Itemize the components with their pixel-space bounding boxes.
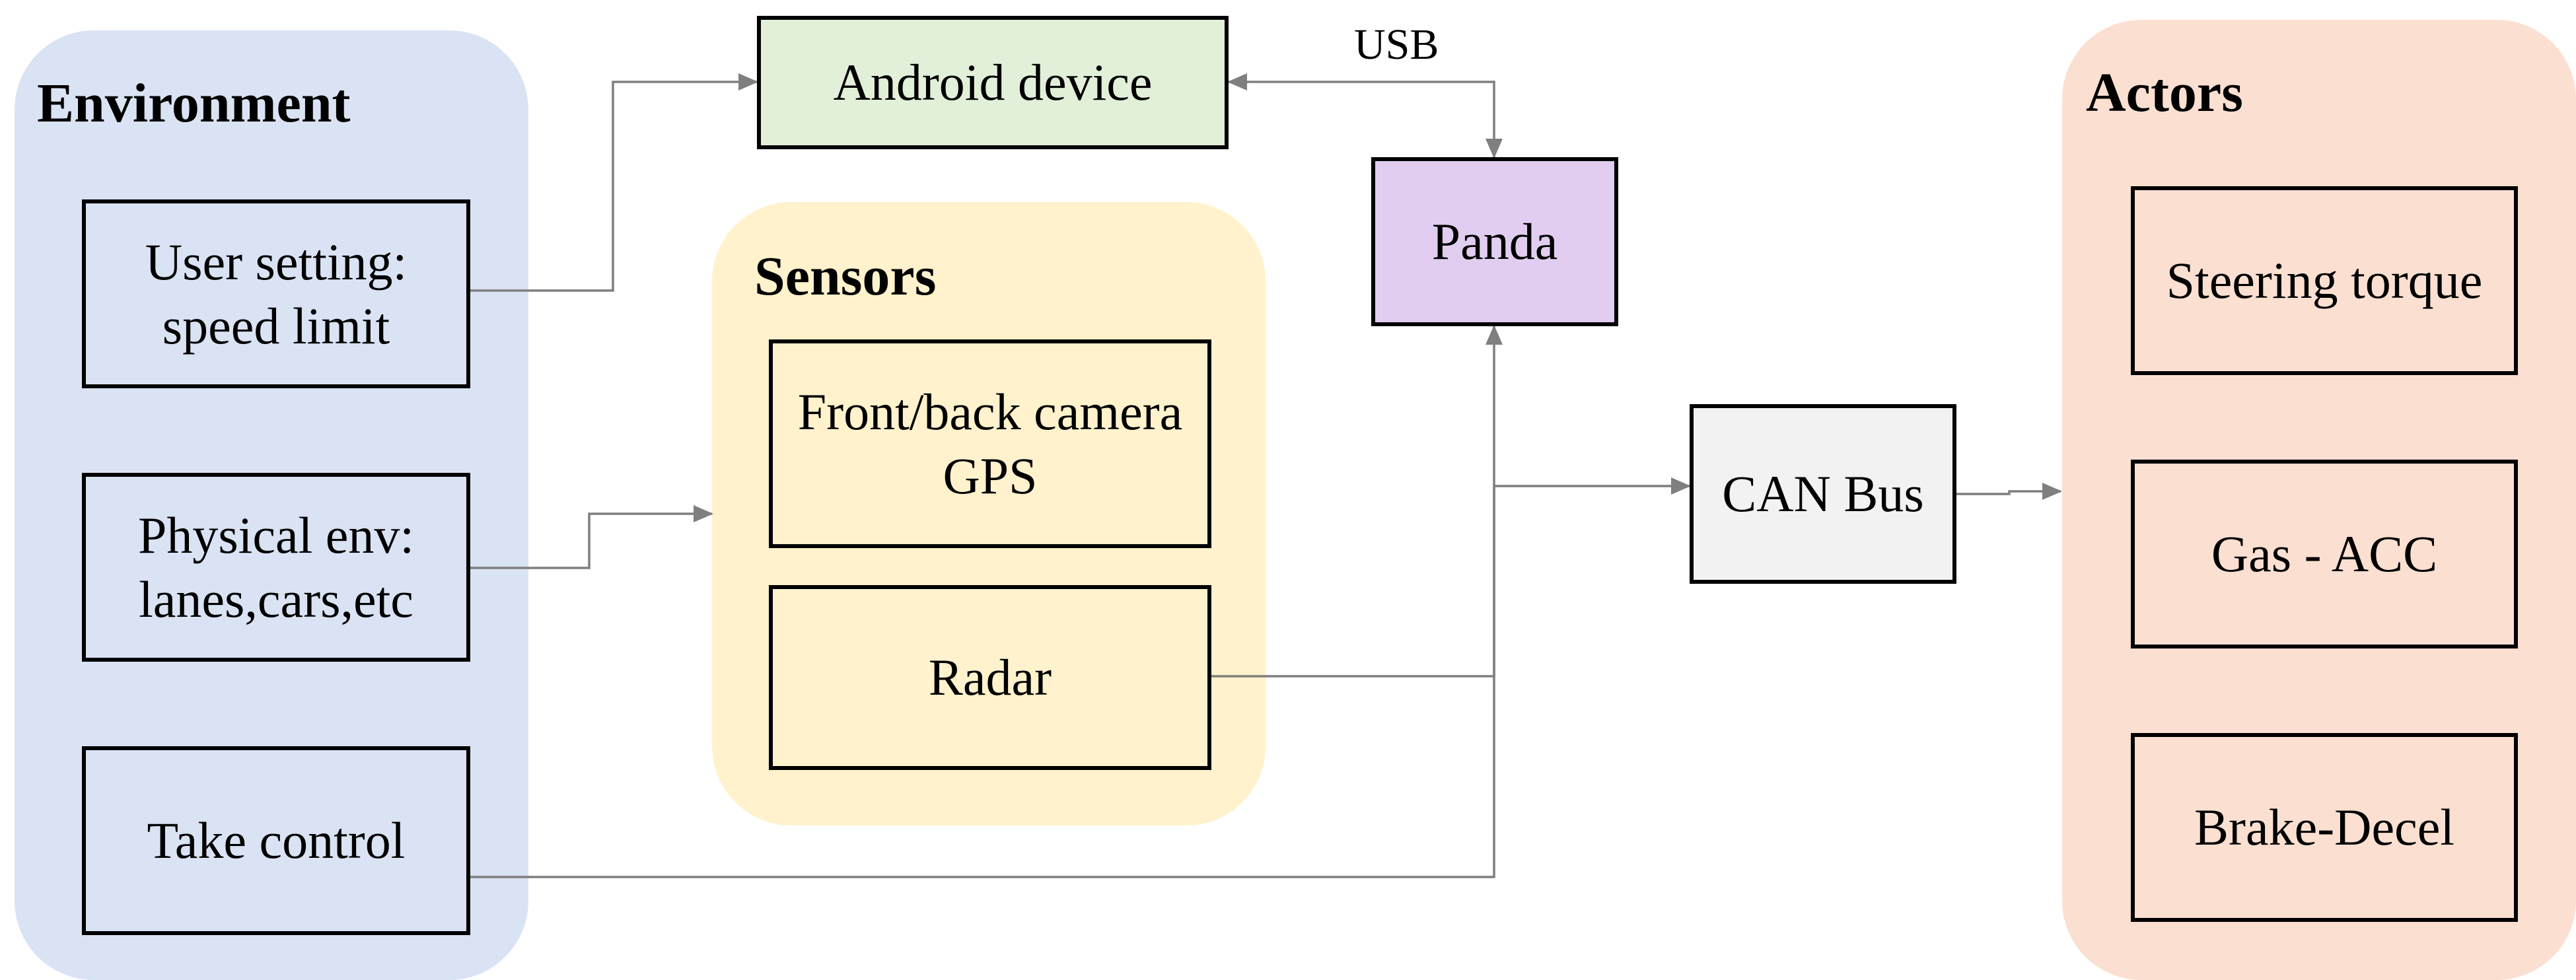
brake-decel-box: Brake-Decel [2131,733,2518,922]
gas-acc-box: Gas - ACC [2131,460,2518,648]
can-bus-box: CAN Bus [1690,404,1956,584]
panda-box: Panda [1371,157,1618,326]
brake-decel-label: Brake-Decel [2194,798,2455,857]
environment-title: Environment [37,73,351,134]
take-control-box: Take control [82,746,470,935]
camera-label: Front/back camera [797,382,1183,440]
wire-android-panda-usb [1227,73,1503,158]
user-setting-line2: speed limit [162,297,390,355]
user-setting-line1: User setting: [145,232,408,291]
actors-group [2062,20,2576,980]
actors-title: Actors [2086,62,2243,123]
camera-gps-box: Front/back camera GPS [769,339,1211,548]
steering-torque-box: Steering torque [2131,186,2518,375]
android-device-label: Android device [833,53,1153,112]
radar-label: Radar [928,648,1052,707]
android-device-box: Android device [757,16,1229,149]
wire-physical-to-sensors [470,505,713,569]
environment-group [15,30,528,980]
sensors-group [712,202,1266,825]
physical-env-line2: lanes,cars,etc [139,571,413,628]
user-setting-box: User setting: speed limit [82,199,470,388]
gas-acc-label: Gas - ACC [2211,525,2438,583]
gps-label: GPS [943,447,1038,505]
panda-label: Panda [1431,213,1558,271]
wire-canbus-to-actors [1956,483,2062,500]
physical-env-box: Physical env: lanes,cars,etc [82,473,470,662]
sensors-title: Sensors [754,246,937,307]
take-control-label: Take control [147,812,406,870]
wire-radar-to-panda [1211,325,1503,678]
can-bus-label: CAN Bus [1722,465,1924,523]
wire-user-to-android [470,73,758,292]
wire-takecontrol [470,486,1495,878]
physical-env-line1: Physical env: [137,506,415,564]
radar-box: Radar [769,585,1211,770]
usb-label: USB [1354,20,1439,69]
steering-torque-label: Steering torque [2166,252,2483,310]
